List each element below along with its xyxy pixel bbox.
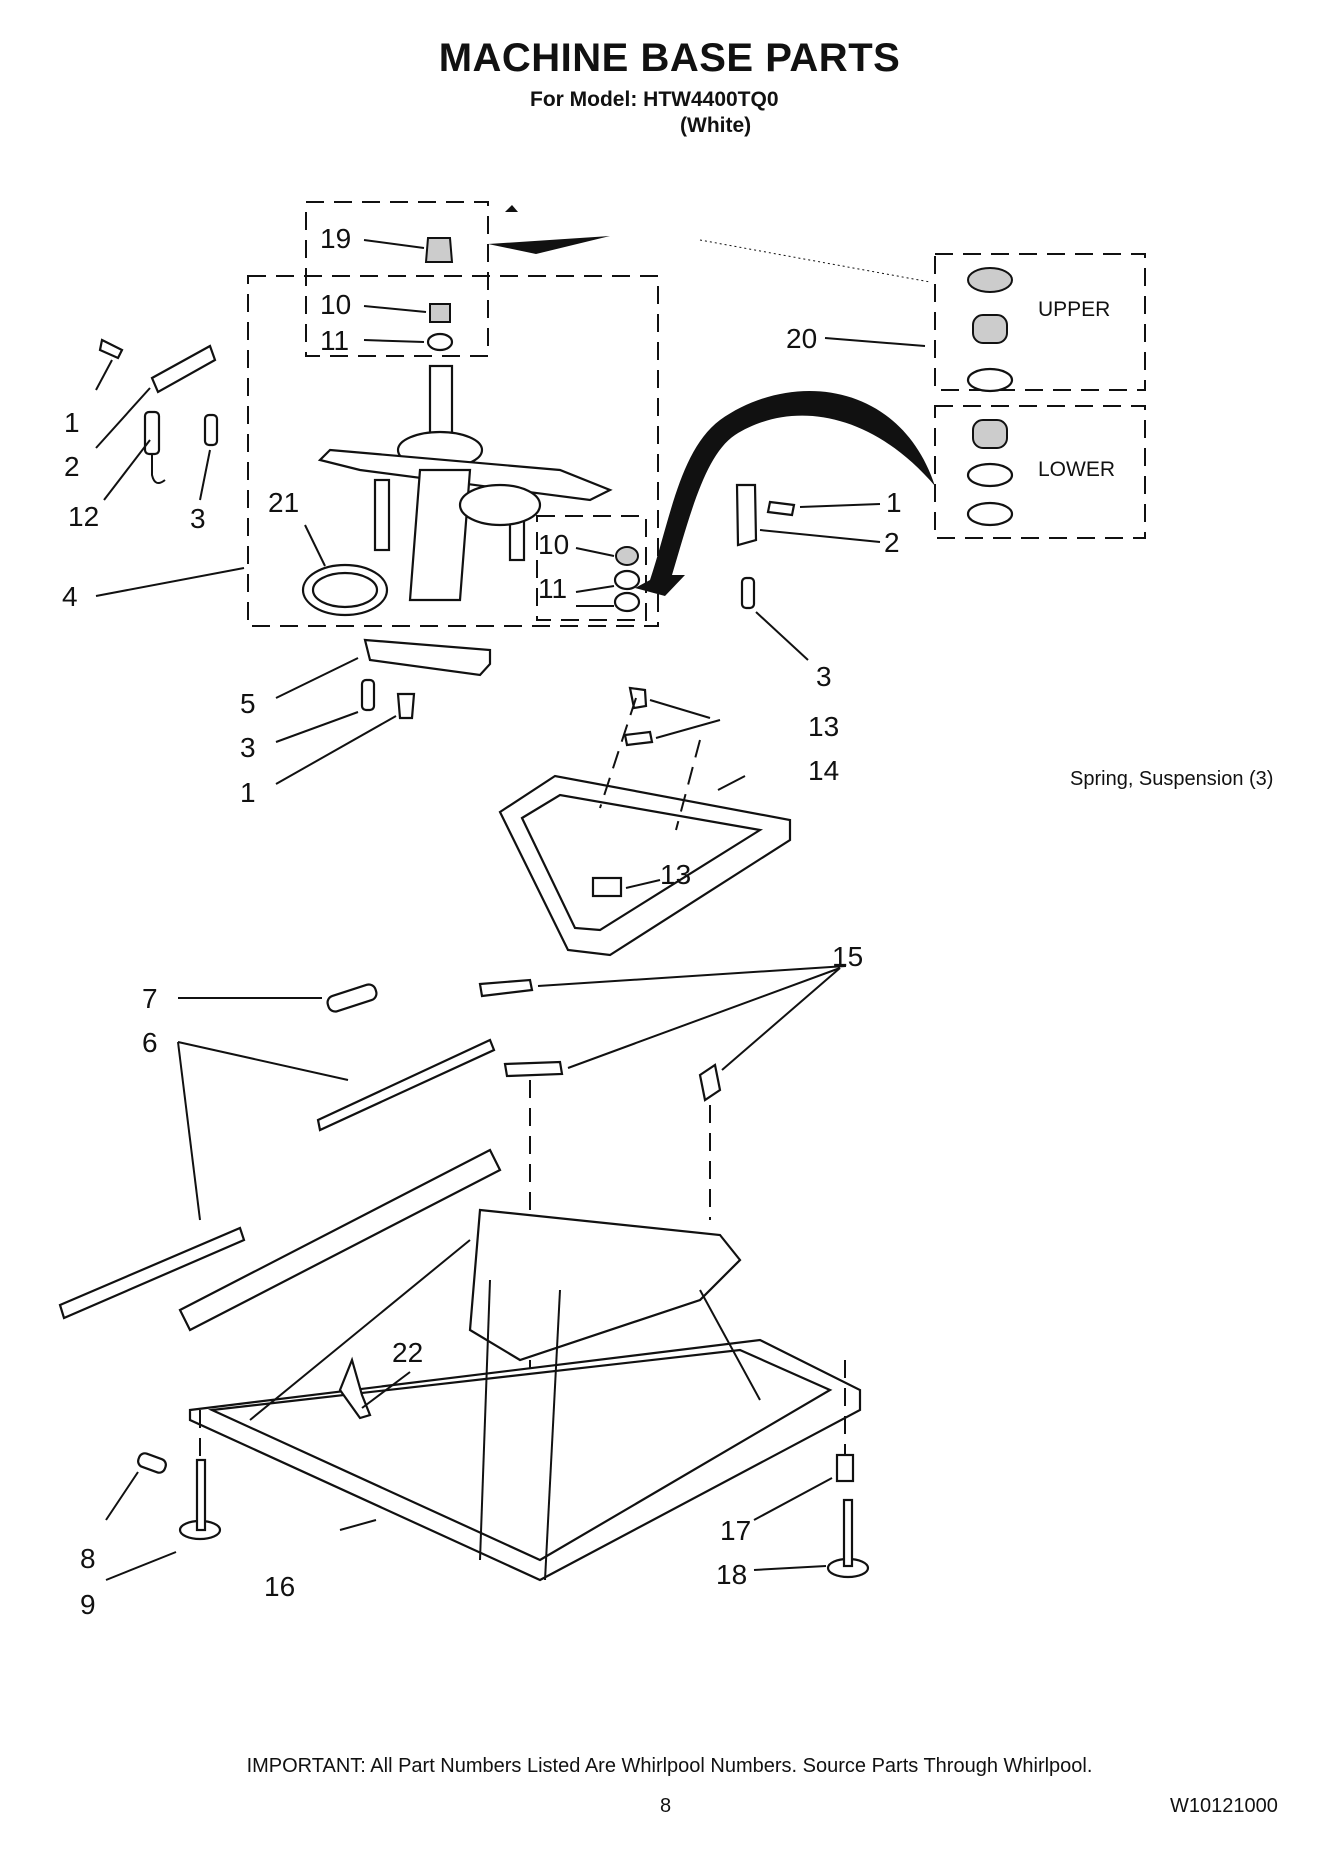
callout-14: 14 <box>808 755 839 786</box>
part-5-icon <box>363 638 492 677</box>
spring-note: Spring, Suspension (3) <box>1070 768 1274 790</box>
top-dashed-box <box>305 201 489 357</box>
callout-18: 18 <box>716 1559 747 1590</box>
document-number: W10121000 <box>1170 1795 1278 1817</box>
part-10-icon <box>429 303 451 323</box>
callout-20: 20 <box>786 323 817 354</box>
callout-22: 22 <box>392 1337 423 1368</box>
callout-16: 16 <box>264 1571 295 1602</box>
callout-21: 21 <box>268 487 299 518</box>
machine-base <box>178 1148 862 1582</box>
callout-labels: 1 2 12 3 21 4 5 3 1 19 10 11 10 11 20 1 … <box>62 223 1115 1620</box>
callout-1b: 1 <box>240 777 256 808</box>
gearcase-dashed-box <box>247 275 659 627</box>
model-line: For Model: HTW4400TQ0 <box>530 88 779 111</box>
color-note: (White) <box>680 114 752 137</box>
feet <box>105 1360 870 1581</box>
part-19-icon <box>424 237 454 263</box>
part-11-icon <box>426 332 454 352</box>
inset-lower-label: LOWER <box>1038 458 1115 481</box>
callout-6: 6 <box>142 1027 158 1058</box>
page-number: 8 <box>660 1795 672 1817</box>
callout-1a: 1 <box>64 407 80 438</box>
callout-19: 19 <box>320 223 351 254</box>
callout-11a: 11 <box>320 325 349 356</box>
callout-3c: 3 <box>816 661 832 692</box>
callout-13a: 13 <box>808 711 839 742</box>
callout-5: 5 <box>240 688 256 719</box>
callout-8: 8 <box>80 1543 96 1574</box>
important-note: IMPORTANT: All Part Numbers Listed Are W… <box>246 1755 1093 1777</box>
bearing-dashed-box <box>536 515 647 621</box>
callout-17: 17 <box>720 1515 751 1546</box>
callout-15: 15 <box>832 941 863 972</box>
callout-7: 7 <box>142 983 158 1014</box>
mid-parts <box>58 965 847 1400</box>
page-title: MACHINE BASE PARTS <box>438 36 901 80</box>
inset-upper-label: UPPER <box>1038 298 1110 321</box>
gearcase-assembly <box>95 201 931 785</box>
curved-arrow-icon <box>635 390 935 596</box>
callout-13b: 13 <box>660 859 691 890</box>
pointer-arrow <box>488 236 610 254</box>
shaft <box>428 364 454 436</box>
callout-1c: 1 <box>886 487 902 518</box>
callout-3b: 3 <box>240 732 256 763</box>
callout-2a: 2 <box>64 451 80 482</box>
bearing-inset <box>934 253 1146 539</box>
callout-4: 4 <box>62 581 78 612</box>
callout-10b: 10 <box>538 529 569 560</box>
callout-10a: 10 <box>320 289 351 320</box>
callout-11b: 11 <box>538 573 567 604</box>
callout-2c: 2 <box>884 527 900 558</box>
callout-3a: 3 <box>190 503 206 534</box>
callout-9: 9 <box>80 1589 96 1620</box>
tub-support <box>498 686 792 957</box>
callout-12: 12 <box>68 501 99 532</box>
